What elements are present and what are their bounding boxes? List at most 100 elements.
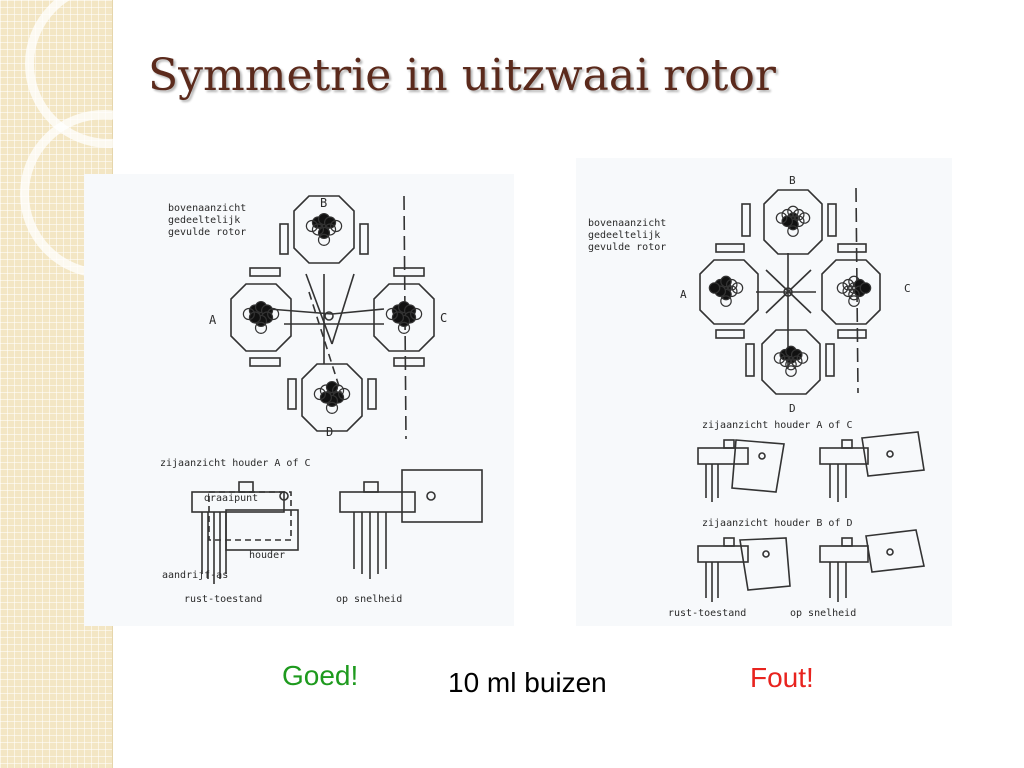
rotor-arm <box>331 273 355 345</box>
holder-label-d: D <box>326 425 333 439</box>
trunnion <box>715 329 745 339</box>
caption-tubes: 10 ml buizen <box>448 667 607 698</box>
rest-state-label: rust-toestand <box>668 608 746 619</box>
holder-d <box>761 329 821 395</box>
rotor-diagram-good-svg: bovenaanzicht gedeeltelijk gevulde rotor… <box>160 195 483 605</box>
speed-state-label: op snelheid <box>790 608 856 619</box>
pivot-point <box>762 550 770 558</box>
holder-b <box>293 195 355 264</box>
tube <box>330 219 343 233</box>
tube <box>796 352 809 364</box>
trunnion <box>393 357 425 367</box>
slide-title: Symmetrie in uitzwaai rotor <box>148 50 776 101</box>
tube <box>779 355 792 368</box>
holder-label: houder <box>249 550 285 561</box>
holder-label-a: A <box>680 288 687 301</box>
tube <box>325 401 339 414</box>
trunnion-side <box>723 537 735 547</box>
trunnion <box>359 223 369 255</box>
diagram-label: gevulde rotor <box>588 242 666 253</box>
trunnion <box>367 378 377 410</box>
trunnion-side <box>841 537 853 547</box>
trunnion <box>249 357 281 367</box>
holder-label-c: C <box>904 282 911 295</box>
pivot-point <box>758 452 766 460</box>
caption-bad: Fout! <box>750 662 814 693</box>
tube <box>787 225 799 237</box>
rotor-body-side <box>697 545 749 563</box>
tube <box>391 311 405 324</box>
trunnion <box>393 267 425 277</box>
tube <box>848 288 860 301</box>
tube-group <box>708 205 872 377</box>
tube <box>775 212 788 224</box>
side-view-label-bd: zijaanzicht houder B of D <box>702 518 853 529</box>
rotor-arm <box>305 273 333 345</box>
tube <box>708 282 721 294</box>
rotor-body-side <box>339 491 416 513</box>
rotor-arm <box>765 269 812 314</box>
tube <box>720 275 732 288</box>
trunnion <box>825 343 835 377</box>
rotor-body-side <box>819 545 869 563</box>
holder-side <box>865 529 925 573</box>
trunnion <box>741 203 751 237</box>
rotor-diagram-bad-svg: bovenaanzicht gedeeltelijk gevulde rotor… <box>588 174 925 619</box>
rotor-arm <box>268 308 333 315</box>
tube <box>319 391 333 404</box>
trunnion-side <box>238 481 254 493</box>
tube <box>313 387 326 401</box>
holder-label-b: B <box>320 196 327 210</box>
rotor-body-side <box>819 447 869 465</box>
side-view-label: zijaanzicht houder A of C <box>160 458 311 469</box>
tube-group <box>242 212 423 414</box>
trunnion <box>837 243 867 253</box>
holder-label-d: D <box>789 402 796 415</box>
rotor-body-side <box>697 447 749 465</box>
holder-side <box>225 509 299 551</box>
holder-label-b: B <box>789 174 796 187</box>
pivot-point <box>886 548 894 556</box>
rotor-diagram-bad: bovenaanzicht gedeeltelijk gevulde rotor… <box>576 158 952 626</box>
rotor-arm <box>331 308 385 315</box>
tube <box>731 282 744 294</box>
holder-side <box>401 469 483 523</box>
diagram-label: gedeeltelijk <box>588 230 660 241</box>
center-line <box>308 291 345 403</box>
rotor-diagram-good: bovenaanzicht gedeeltelijk gevulde rotor… <box>84 174 514 626</box>
tube <box>317 233 331 246</box>
shaft-label: aandrijf-as <box>162 570 228 581</box>
tube <box>720 295 732 307</box>
rotor-hub <box>783 287 793 297</box>
tube <box>785 365 797 377</box>
pivot-label: draaipunt <box>204 493 258 504</box>
rotor-body-side <box>191 491 285 513</box>
tube <box>242 307 255 321</box>
tube <box>410 307 423 321</box>
trunnion <box>279 223 289 255</box>
tube <box>338 387 351 401</box>
tube <box>385 307 398 321</box>
holder-label-a: A <box>209 313 217 327</box>
diagram-label: bovenaanzicht <box>168 203 246 214</box>
tube <box>254 321 268 334</box>
tube <box>859 282 872 294</box>
trunnion <box>249 267 281 277</box>
tube <box>792 208 805 221</box>
holder-label-c: C <box>440 311 447 325</box>
tube <box>798 212 811 224</box>
tube <box>848 295 860 307</box>
pivot-point <box>279 491 289 501</box>
tube <box>842 285 855 298</box>
holder-a <box>699 259 759 325</box>
diagram-label: bovenaanzicht <box>588 218 666 229</box>
trunnion <box>827 203 837 237</box>
holder-d <box>301 363 363 432</box>
trunnion-side <box>723 439 735 449</box>
diagram-label: gevulde rotor <box>168 227 246 238</box>
speed-state-label: op snelheid <box>336 594 402 605</box>
holder-side <box>739 537 791 591</box>
caption-good: Goed! <box>282 660 359 691</box>
holder-c <box>373 283 435 352</box>
diagram-label: gedeeltelijk <box>168 215 240 226</box>
